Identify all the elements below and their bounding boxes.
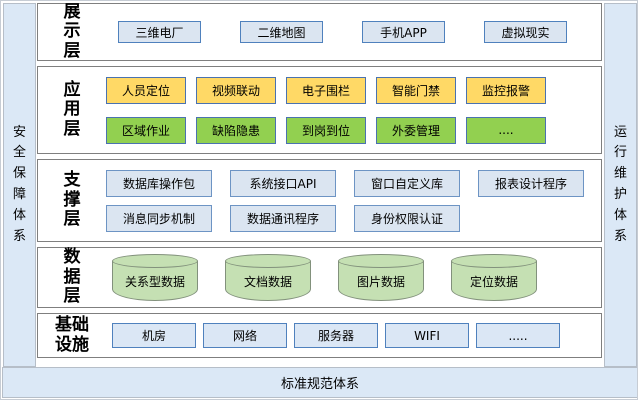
application-item: 缺陷隐患 (196, 116, 276, 144)
support-item: 数据库操作包 (106, 169, 212, 197)
layer-presentation-label: 展示层 (63, 1, 81, 61)
layer-infrastructure: 基础设施 机房 网络 服务器 WIFI ..... (37, 313, 602, 358)
application-item: 人员定位 (106, 76, 186, 104)
cylinder-top-icon (338, 254, 424, 268)
cylinder-top-icon (451, 254, 537, 268)
layer-presentation: 展示层 三维电厂 二维地图 手机APP 虚拟现实 (37, 1, 602, 61)
presentation-item: 虚拟现实 (484, 21, 567, 43)
layer-stack: 展示层 三维电厂 二维地图 手机APP 虚拟现实 应用层 人员定位 视频联动 (37, 1, 602, 363)
support-item: 报表设计程序 (478, 169, 584, 197)
data-cylinder: 文档数据 (225, 254, 311, 301)
support-item: 消息同步机制 (106, 204, 212, 232)
left-sidebar-label: 安全保障体系 (13, 124, 27, 244)
right-sidebar-operation-maintenance: 运行维护体系 (604, 3, 637, 367)
bottom-bar-label: 标准规范体系 (280, 377, 359, 392)
support-item: 窗口自定义库 (354, 169, 460, 197)
infrastructure-item-ellipsis: ..... (476, 323, 560, 348)
application-item-ellipsis: .... (466, 116, 546, 144)
data-cylinder: 关系型数据 (112, 254, 198, 301)
application-item: 监控报警 (466, 76, 546, 104)
application-item: 到岗到位 (286, 116, 366, 144)
data-cylinder: 定位数据 (451, 254, 537, 301)
infrastructure-item: 服务器 (294, 323, 378, 348)
layer-data-label: 数据层 (63, 247, 81, 307)
left-sidebar-security-assurance: 安全保障体系 (3, 3, 36, 367)
cylinder-top-icon (225, 254, 311, 268)
infrastructure-item: 网络 (203, 323, 287, 348)
infrastructure-item: WIFI (385, 323, 469, 348)
presentation-item: 三维电厂 (118, 21, 201, 43)
application-item: 区域作业 (106, 116, 186, 144)
support-item: 系统接口API (230, 169, 336, 197)
application-item: 电子围栏 (286, 76, 366, 104)
layer-infrastructure-label: 基础设施 (55, 314, 89, 355)
application-item: 视频联动 (196, 76, 276, 104)
layer-application-label: 应用层 (63, 79, 81, 139)
presentation-item: 手机APP (362, 21, 445, 43)
data-cylinder: 图片数据 (338, 254, 424, 301)
layer-support-label: 支撑层 (63, 170, 81, 230)
application-item: 智能门禁 (376, 76, 456, 104)
layer-application: 应用层 人员定位 视频联动 电子围栏 智能门禁 监控报警 区域作业 缺陷隐患 到… (37, 66, 602, 154)
support-item: 数据通讯程序 (230, 204, 336, 232)
bottom-bar-standards: 标准规范体系 (2, 367, 637, 398)
layer-support: 支撑层 数据库操作包 系统接口API 窗口自定义库 报表设计程序 消息同步机制 … (37, 159, 602, 242)
infrastructure-item: 机房 (112, 323, 196, 348)
support-item: 身份权限认证 (354, 204, 460, 232)
right-sidebar-label: 运行维护体系 (614, 124, 628, 244)
cylinder-top-icon (112, 254, 198, 268)
presentation-item: 二维地图 (240, 21, 323, 43)
layer-data: 数据层 关系型数据 文档数据 (37, 247, 602, 308)
application-item: 外委管理 (376, 116, 456, 144)
